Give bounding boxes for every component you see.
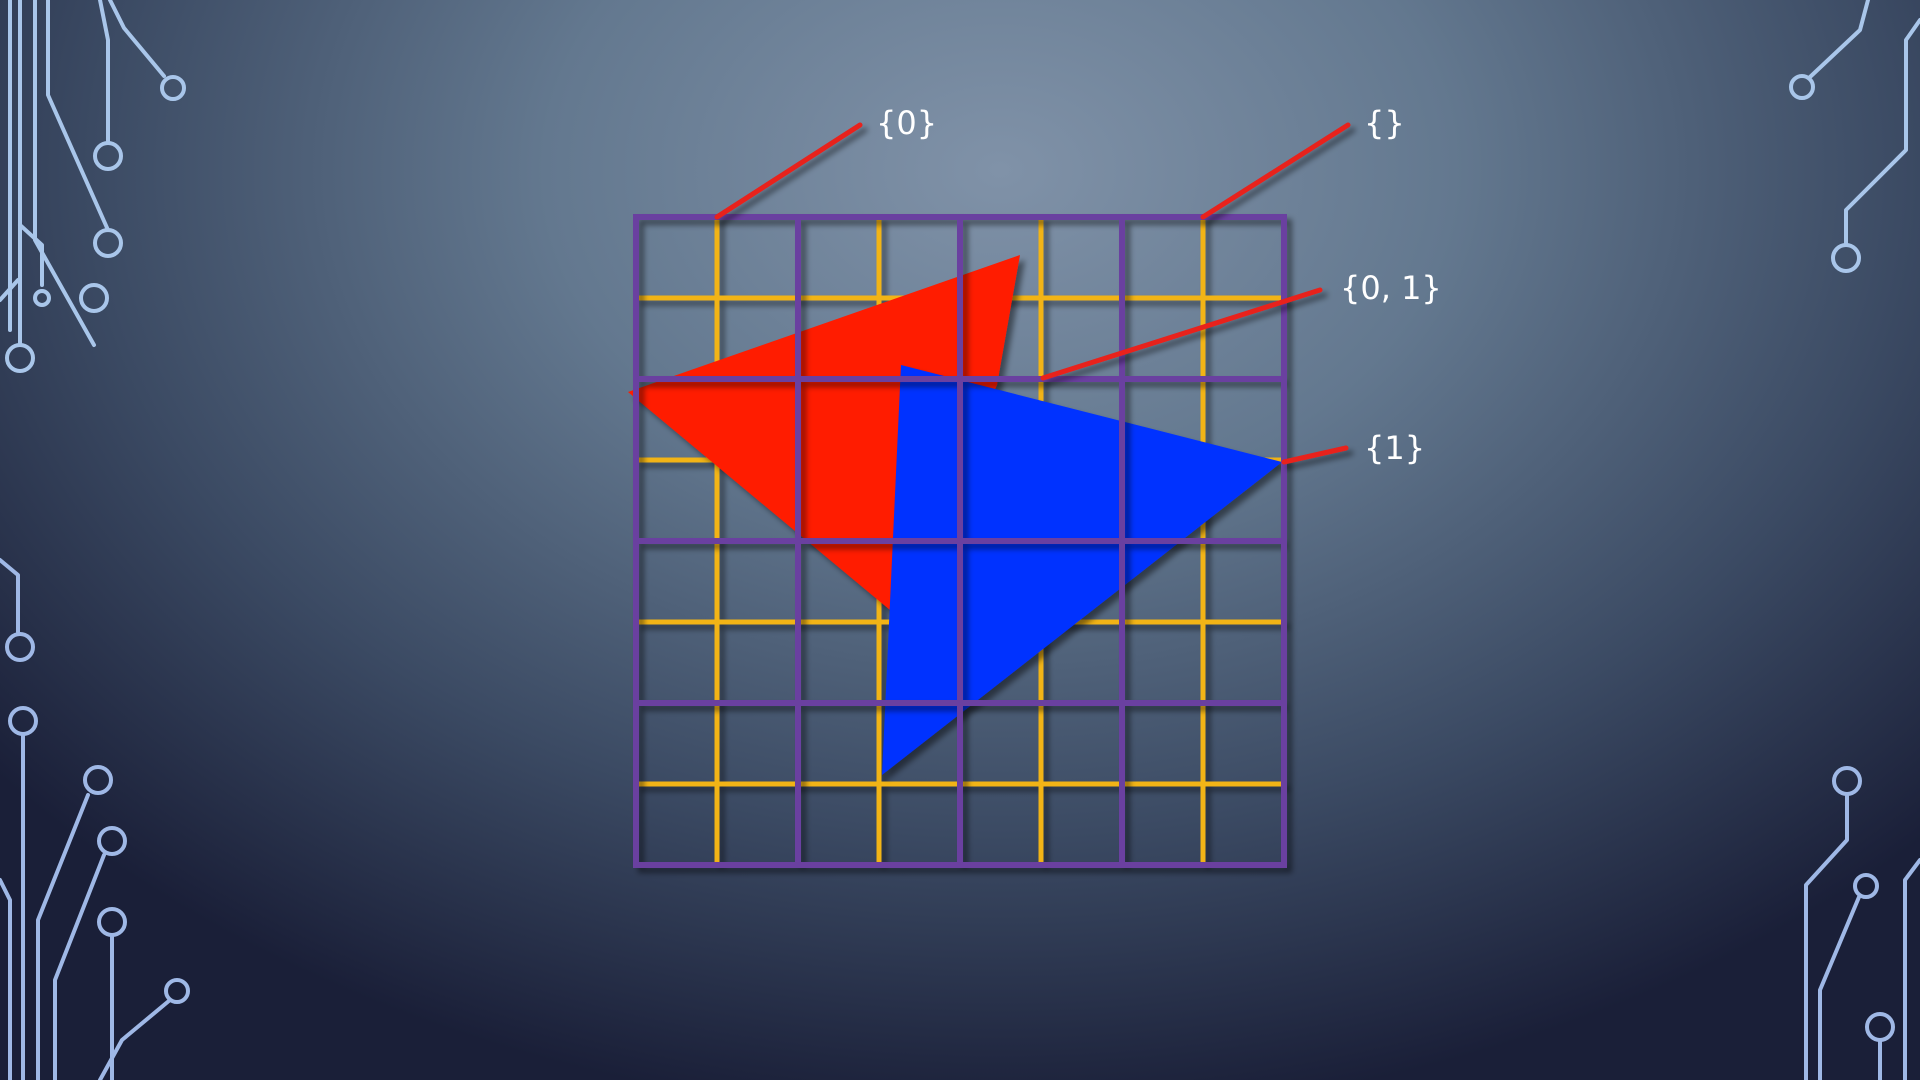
callout-label-top-right: {} xyxy=(1364,104,1405,142)
blue-triangle xyxy=(882,365,1282,775)
coarse-grid xyxy=(633,214,1287,868)
callout-line-top-right xyxy=(1200,122,1351,220)
circuit-decoration-bottom-left-icon xyxy=(0,558,190,1080)
callout-lines xyxy=(714,122,1351,465)
callout-label-right: {1} xyxy=(1364,429,1426,467)
circuit-decoration-bottom-right-icon xyxy=(1804,766,1920,1080)
callout-line-top-left xyxy=(714,122,863,220)
callout-label-middle: {0, 1} xyxy=(1340,269,1442,307)
callout-line-right xyxy=(1281,445,1349,465)
callout-label-top-left: {0} xyxy=(876,104,938,142)
circuit-decoration-top-right-icon xyxy=(1789,0,1920,273)
callout-line-middle xyxy=(1040,287,1323,381)
circuit-decoration-top-left-icon xyxy=(0,0,186,373)
